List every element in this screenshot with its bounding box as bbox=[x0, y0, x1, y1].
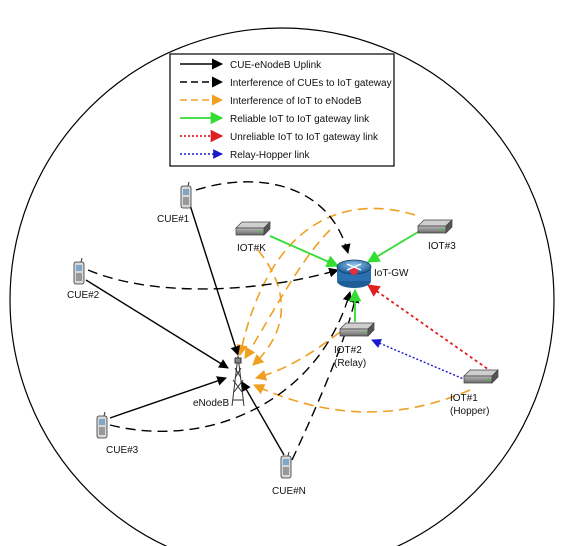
label-iot1: IOT#1 bbox=[450, 393, 478, 404]
mobile-phone-icon bbox=[180, 181, 192, 209]
node-iotgw bbox=[336, 259, 372, 288]
uplink-cuen bbox=[241, 381, 285, 456]
reliable-links bbox=[269, 231, 419, 322]
label-cue1: CUE#1 bbox=[157, 214, 190, 225]
legend-label-reliable: Reliable IoT to IoT gateway link bbox=[230, 114, 370, 125]
node-enodeb bbox=[231, 355, 245, 407]
legend-label-iot-interference: Interference of IoT to eNodeB bbox=[230, 96, 362, 107]
router-icon bbox=[336, 259, 372, 288]
uplink-cue3 bbox=[109, 376, 227, 419]
cue-interference-links bbox=[87, 181, 360, 461]
label-iotgw: IoT-GW bbox=[374, 268, 409, 279]
legend-item-reliable: Reliable IoT to IoT gateway link bbox=[180, 111, 370, 125]
coverage-boundary bbox=[9, 27, 555, 546]
legend: CUE-eNodeB Uplink Interference of CUEs t… bbox=[169, 53, 395, 167]
sublabel-iot1: (Hopper) bbox=[450, 406, 489, 417]
interference-gw-area-to-enodeb bbox=[244, 229, 331, 359]
cell-tower-icon bbox=[231, 355, 245, 407]
legend-label-relay-hopper: Relay-Hopper link bbox=[230, 150, 310, 161]
legend-item-iot-interference: Interference of IoT to eNodeB bbox=[180, 94, 362, 107]
node-iot1 bbox=[463, 369, 499, 384]
legend-label-uplink: CUE-eNodeB Uplink bbox=[230, 60, 322, 71]
legend-box bbox=[169, 53, 395, 167]
interference-cue3-to-gw bbox=[109, 291, 353, 432]
iot-device-icon bbox=[463, 369, 499, 384]
mobile-phone-icon bbox=[73, 257, 85, 285]
unreliable-iot1-to-gw bbox=[366, 284, 493, 373]
iot-device-icon bbox=[417, 219, 453, 234]
label-iot3: IOT#3 bbox=[428, 241, 456, 252]
node-iot3 bbox=[417, 219, 453, 234]
legend-item-uplink: CUE-eNodeB Uplink bbox=[180, 58, 322, 71]
uplink-links bbox=[85, 204, 285, 456]
mobile-phone-icon bbox=[96, 411, 108, 439]
node-cue3 bbox=[96, 411, 108, 439]
iot-device-icon bbox=[339, 322, 375, 337]
legend-item-relay-hopper: Relay-Hopper link bbox=[180, 149, 310, 161]
uplink-cue1 bbox=[189, 204, 240, 356]
interference-cuen-to-gw bbox=[291, 293, 360, 461]
mobile-phone-icon bbox=[280, 451, 292, 479]
iot-device-icon bbox=[235, 221, 271, 236]
node-iotk bbox=[235, 221, 271, 236]
iot-interference-links bbox=[236, 207, 471, 413]
node-iot2 bbox=[339, 322, 375, 337]
interference-iot3-to-enodeb bbox=[236, 207, 416, 357]
label-cuen: CUE#N bbox=[272, 486, 306, 497]
node-cue2 bbox=[73, 257, 85, 285]
legend-label-cue-interference: Interference of CUEs to IoT gateway bbox=[230, 78, 392, 89]
legend-item-unreliable: Unreliable IoT to IoT gateway link bbox=[180, 129, 379, 143]
reliable-iotk-to-gw bbox=[269, 235, 340, 268]
label-iotk: IOT#K bbox=[237, 243, 266, 254]
label-cue2: CUE#2 bbox=[67, 290, 100, 301]
interference-iot1-to-enodeb bbox=[252, 384, 471, 413]
legend-item-cue-interference: Interference of CUEs to IoT gateway bbox=[180, 76, 392, 89]
label-enodeb: eNodeB bbox=[193, 398, 229, 409]
label-cue3: CUE#3 bbox=[106, 445, 139, 456]
interference-cue2-to-gw bbox=[87, 267, 339, 290]
node-cue1 bbox=[180, 181, 192, 209]
uplink-cue2 bbox=[85, 279, 229, 369]
label-iot2: IOT#2 bbox=[334, 345, 362, 356]
legend-label-unreliable: Unreliable IoT to IoT gateway link bbox=[230, 132, 379, 143]
sublabel-iot2: (Relay) bbox=[334, 358, 366, 369]
interference-cue1-to-gw bbox=[195, 181, 351, 254]
node-cuen bbox=[280, 451, 292, 479]
reliable-iot3-to-gw bbox=[366, 231, 419, 263]
interference-iot2-to-enodeb bbox=[254, 331, 341, 381]
relay-hopper-link bbox=[371, 338, 467, 381]
interference-iotk-to-enodeb bbox=[252, 249, 283, 366]
